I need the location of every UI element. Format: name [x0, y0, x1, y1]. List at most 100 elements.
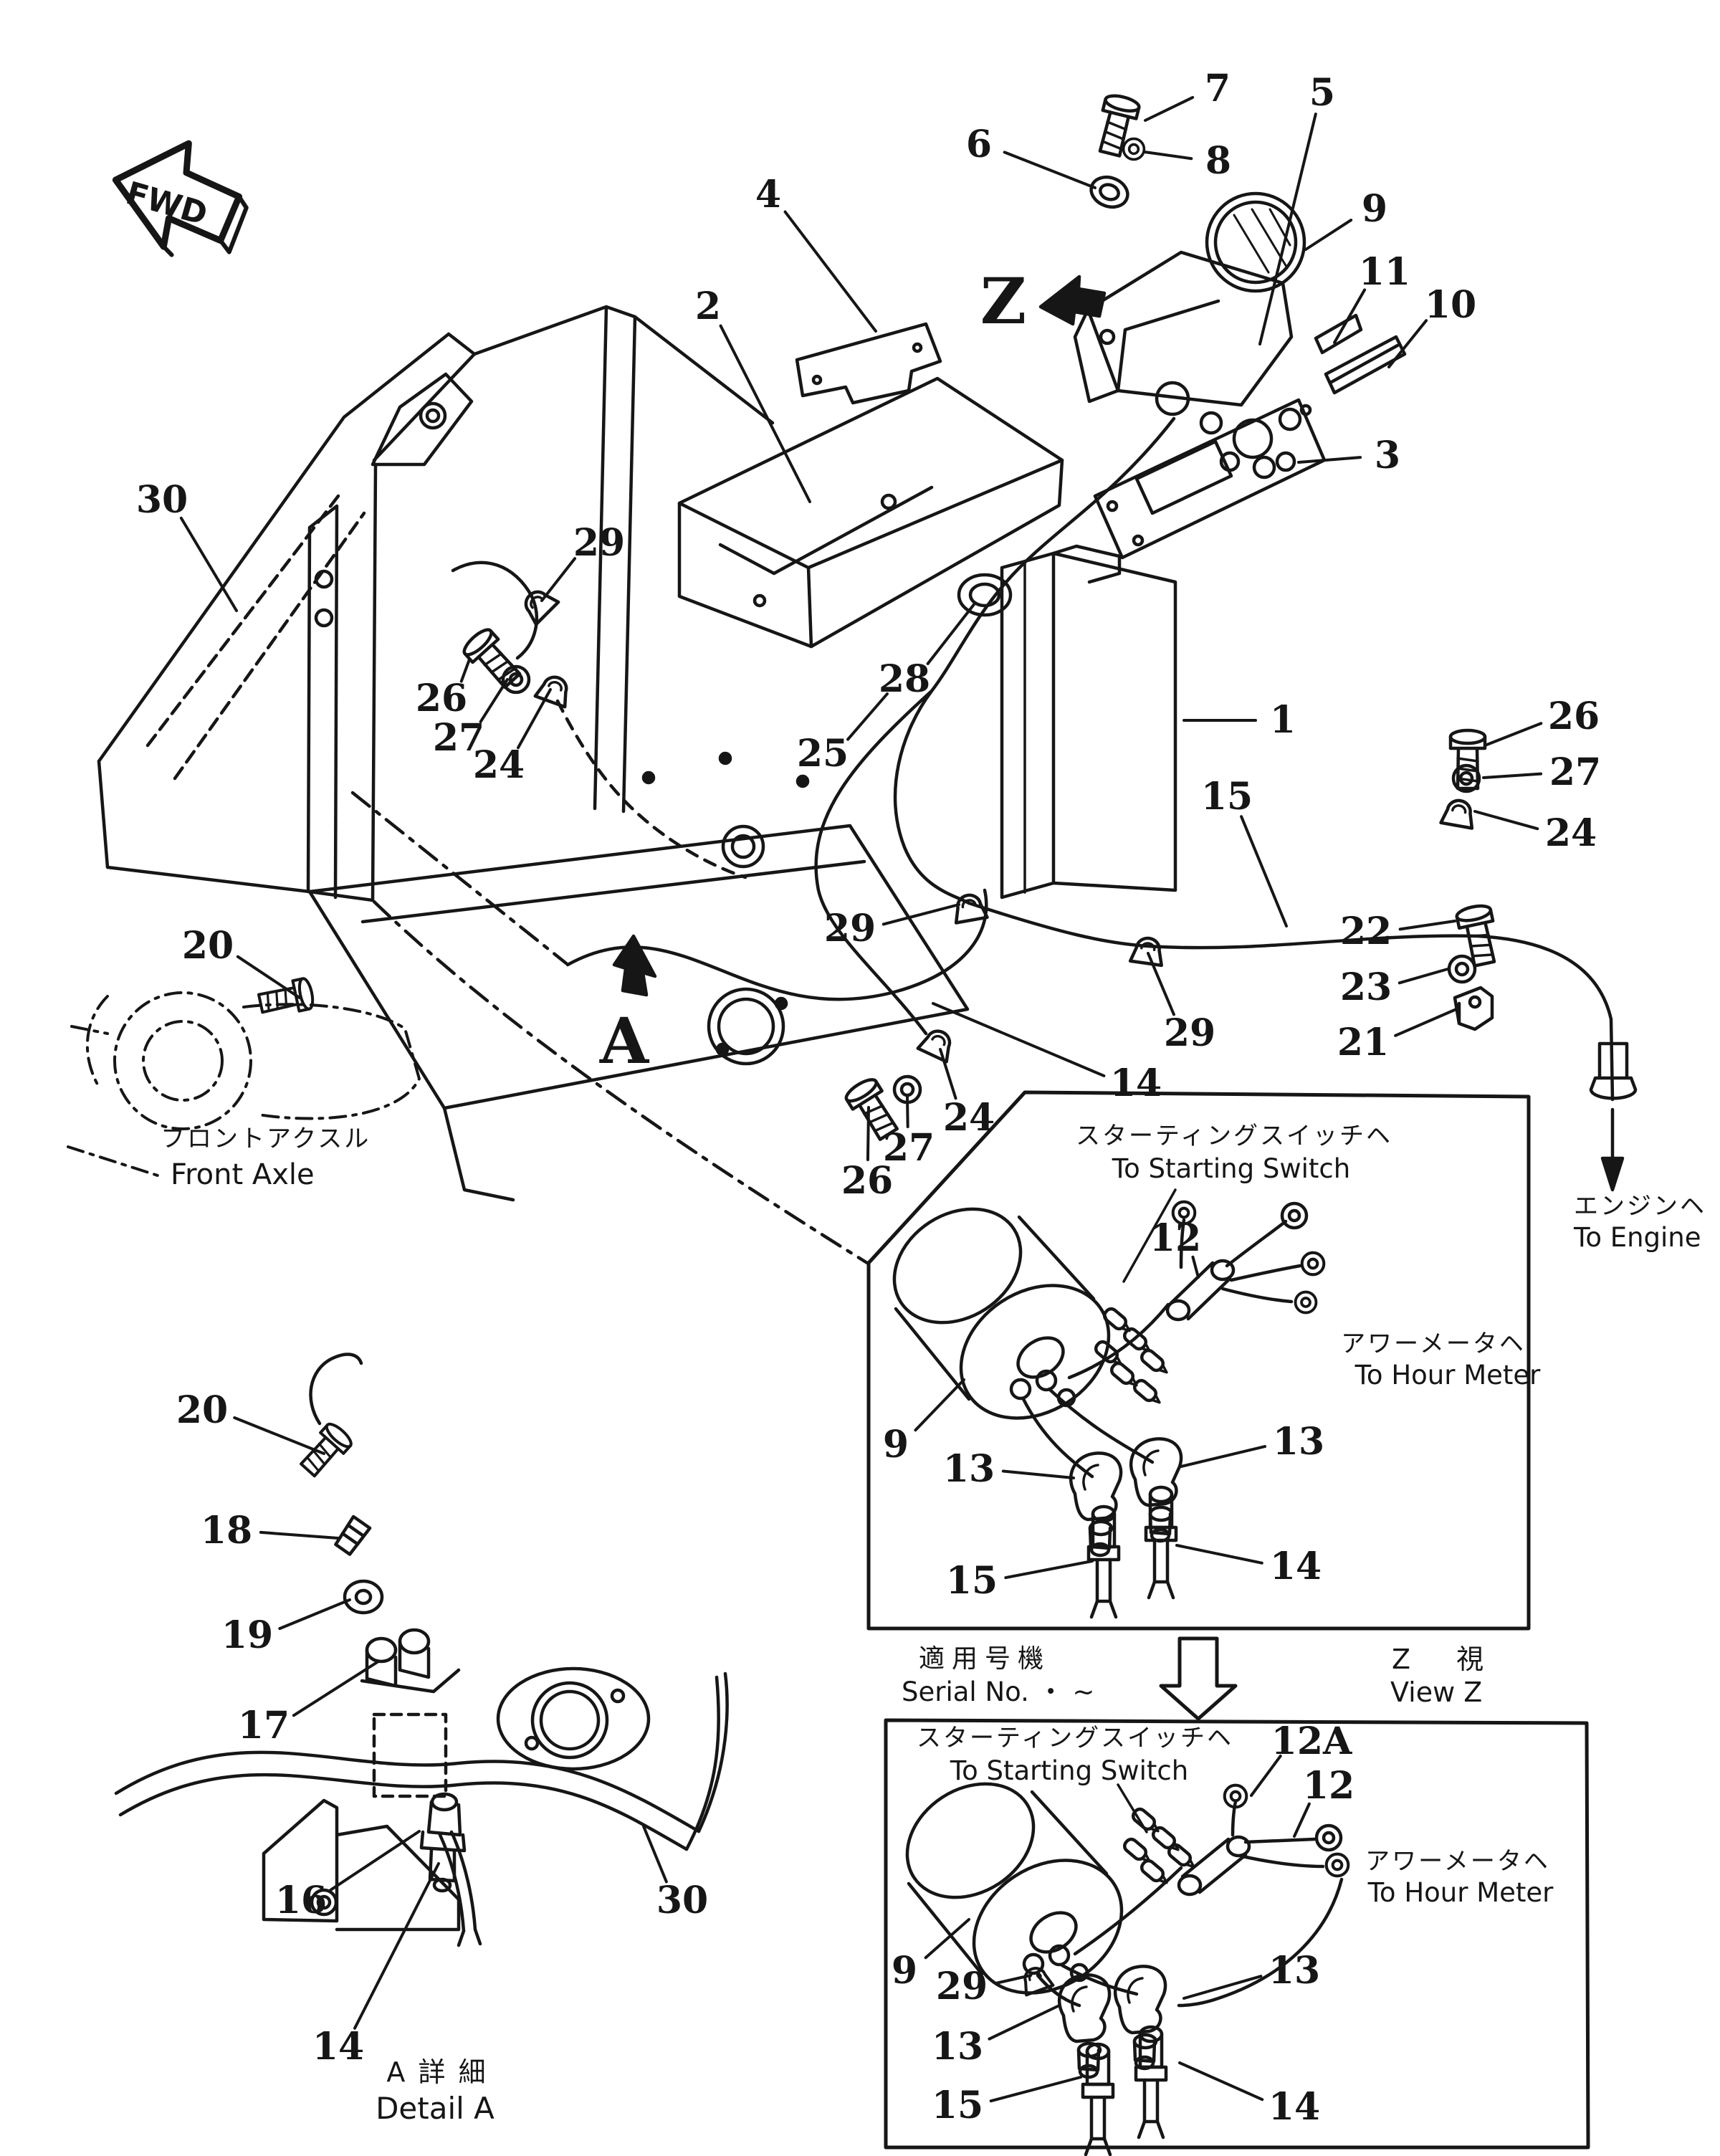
callout-13: 13 — [1268, 1949, 1321, 1993]
callout-29: 29 — [573, 521, 626, 565]
callout-16: 16 — [274, 1879, 328, 1922]
cover-panel — [1000, 544, 1177, 900]
callout-21: 21 — [1337, 1021, 1390, 1064]
leader-line — [783, 210, 877, 333]
leader-line — [540, 557, 577, 602]
leader-line — [924, 1918, 970, 1960]
view-a-letter: A — [599, 1003, 649, 1078]
leader-line — [1004, 1560, 1094, 1580]
callout-14: 14 — [1268, 2085, 1321, 2129]
leader-line — [1147, 952, 1175, 1016]
inset2-starting-switch-en: To Starting Switch — [950, 1755, 1189, 1786]
callout-30: 30 — [135, 478, 188, 522]
leader-line — [846, 692, 889, 741]
inset2-hour-meter-en: To Hour Meter — [1367, 1877, 1554, 1908]
leader-line — [939, 1048, 957, 1100]
callout-19: 19 — [221, 1613, 274, 1657]
callout-9: 9 — [882, 1423, 909, 1466]
support-bracket — [677, 376, 1064, 649]
inset-box-2 — [884, 1718, 1590, 2150]
leader-line — [259, 1530, 340, 1540]
trim-strips — [1314, 313, 1407, 395]
leader-line — [988, 2004, 1061, 2041]
to-engine-label-jp: エンジンヘ — [1574, 1192, 1706, 1221]
callout-24: 24 — [1544, 811, 1597, 855]
callout-4: 4 — [755, 173, 782, 216]
leader-line — [516, 688, 552, 750]
callout-1: 1 — [1269, 698, 1296, 742]
front-axle-label-en: Front Axle — [171, 1158, 315, 1191]
callout-15: 15 — [1200, 775, 1253, 819]
engine-arrow-icon — [1589, 1041, 1638, 1192]
callout-6: 6 — [965, 123, 993, 166]
callout-22: 22 — [1339, 910, 1392, 953]
inset2-meter — [886, 1760, 1147, 2020]
callout-18: 18 — [200, 1509, 253, 1552]
leader-line — [1398, 920, 1456, 931]
clip-icon — [1453, 986, 1494, 1031]
leader-line — [926, 602, 976, 665]
callout-14: 14 — [1109, 1062, 1162, 1105]
callout-15: 15 — [931, 2084, 984, 2127]
callout-10: 10 — [1424, 283, 1477, 327]
callout-26: 26 — [841, 1159, 894, 1203]
leader-line — [1180, 1445, 1266, 1468]
leader-line — [1144, 95, 1195, 122]
leader-line — [1182, 1975, 1263, 2000]
leader-line — [1240, 815, 1288, 927]
callout-7: 7 — [1204, 67, 1231, 110]
callout-11: 11 — [1358, 250, 1411, 294]
leader-line — [1387, 319, 1428, 368]
serial-label-jp: 適用号機 — [919, 1644, 1051, 1674]
machine-frame — [97, 305, 970, 1265]
detail-a-label-jp: A 詳 細 — [386, 2056, 488, 2088]
gauge-assembly — [1073, 191, 1306, 435]
view-z-label-en: View Z — [1390, 1676, 1483, 1708]
view-z-label-jp: Z 視 — [1392, 1644, 1503, 1675]
callout-3: 3 — [1374, 434, 1401, 477]
detail-a-parts — [114, 1353, 729, 1947]
callout-12: 12 — [1302, 1764, 1355, 1808]
inset2-hour-meter-jp: アワーメータヘ — [1365, 1847, 1550, 1876]
inset1-starting-switch-jp: スターティングスイッチヘ — [1076, 1122, 1392, 1150]
speed-sensor — [419, 1792, 467, 1893]
to-engine-label-en: To Engine — [1574, 1222, 1701, 1253]
leader-line — [1003, 151, 1096, 189]
leader-line — [278, 1598, 351, 1631]
callout-12A: 12A — [1271, 1719, 1352, 1763]
leader-line — [1484, 722, 1543, 747]
leader-line — [1191, 1255, 1200, 1279]
leader-line — [459, 658, 471, 683]
leader-line — [1297, 456, 1362, 464]
z-arrow-icon — [1038, 275, 1107, 326]
callout-26: 26 — [1547, 695, 1600, 738]
leader-line — [1178, 2061, 1264, 2102]
leader-line — [329, 1830, 421, 1892]
view-z-letter: Z — [980, 264, 1027, 338]
leader-lines — [179, 95, 1543, 2103]
callout-29: 29 — [935, 1965, 988, 2008]
leader-line — [882, 903, 960, 926]
leader-line — [233, 1416, 325, 1455]
leader-line — [1001, 1469, 1075, 1479]
fastener-icons — [257, 93, 1501, 1143]
leader-line — [236, 955, 301, 999]
callout-9: 9 — [1361, 187, 1388, 231]
callout-28: 28 — [878, 657, 931, 701]
inset1-meter — [873, 1186, 1134, 1445]
leader-line — [1304, 219, 1353, 251]
instrument-panel — [1093, 398, 1327, 560]
callout-23: 23 — [1339, 965, 1392, 1009]
leader-line — [353, 1862, 440, 2030]
callout-29: 29 — [823, 907, 876, 950]
front-axle-label-jp: フロントアクスル — [161, 1125, 371, 1153]
leader-line — [1398, 968, 1449, 985]
callout-27: 27 — [882, 1126, 935, 1170]
detail-a-label-en: Detail A — [376, 2091, 494, 2126]
callout-17: 17 — [237, 1704, 290, 1747]
leader-line — [1293, 1802, 1311, 1838]
leader-line — [1250, 1754, 1282, 1797]
callout-13: 13 — [931, 2025, 984, 2069]
